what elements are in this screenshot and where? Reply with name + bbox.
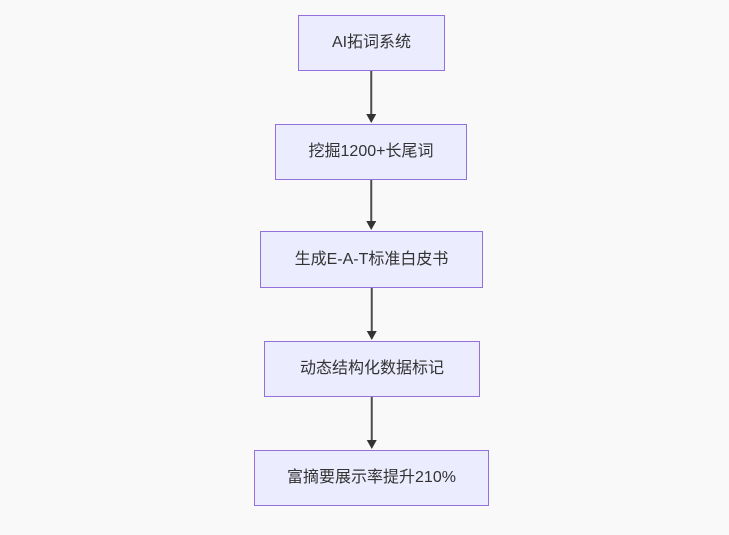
flow-node-label: 动态结构化数据标记: [299, 360, 444, 378]
arrowhead-icon: [366, 221, 377, 230]
flow-node-label: AI拓词系统: [331, 34, 412, 52]
arrowhead-icon: [366, 114, 377, 123]
flow-node-n1: AI拓词系统: [298, 15, 445, 71]
flow-node-label: 富摘要展示率提升210%: [287, 469, 456, 487]
arrowhead-icon: [366, 440, 377, 449]
flow-node-n3: 生成E-A-T标准白皮书: [260, 231, 483, 288]
flow-node-n4: 动态结构化数据标记: [264, 341, 480, 397]
flow-node-label: 生成E-A-T标准白皮书: [294, 250, 449, 268]
flow-node-n2: 挖掘1200+长尾词: [275, 124, 467, 180]
arrowhead-icon: [366, 331, 377, 340]
flow-node-label: 挖掘1200+长尾词: [308, 143, 434, 161]
flow-node-n5: 富摘要展示率提升210%: [254, 450, 489, 506]
